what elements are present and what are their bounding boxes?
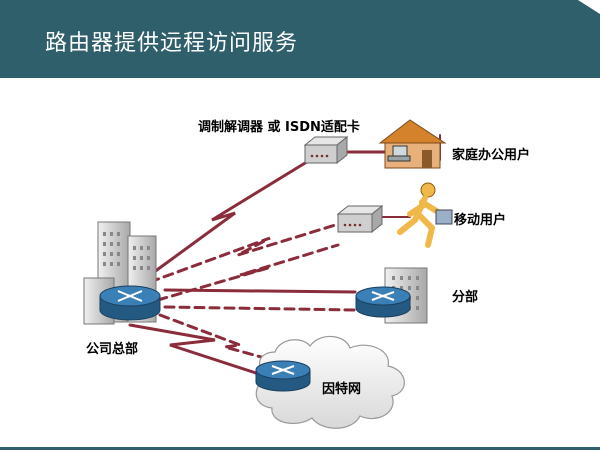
link-hq-branch (163, 288, 357, 294)
link-hq-mobile-2 (156, 243, 340, 302)
house-icon (378, 119, 447, 169)
label-mobile-user: 移动用户 (454, 213, 507, 228)
label-branch: 分部 (452, 290, 479, 305)
hq-router-icon (99, 285, 161, 321)
modem-mobile-icon (336, 204, 384, 234)
label-modem: 调制解调器 或 ISDN适配卡 (198, 120, 360, 135)
label-home-user: 家庭办公用户 (452, 148, 531, 163)
slide-title: 路由器提供远程访问服务 (45, 31, 299, 56)
running-person-icon (397, 182, 453, 248)
title-bar: 路由器提供远程访问服务 (0, 0, 600, 78)
link-hq-mobile (148, 220, 347, 284)
internet-router-icon (255, 360, 311, 392)
cloud-icon (255, 335, 405, 429)
link-hq-internet (128, 323, 264, 377)
link-hq-branch-dashed (163, 305, 357, 312)
link-hq-modem (148, 158, 312, 277)
link-hq-internet-dashed (158, 313, 292, 367)
branch-router-icon (355, 286, 411, 318)
label-internet: 因特网 (322, 382, 362, 397)
label-hq: 公司总部 (86, 342, 139, 357)
modem-home-icon (303, 135, 349, 165)
footer-bar (0, 447, 600, 450)
